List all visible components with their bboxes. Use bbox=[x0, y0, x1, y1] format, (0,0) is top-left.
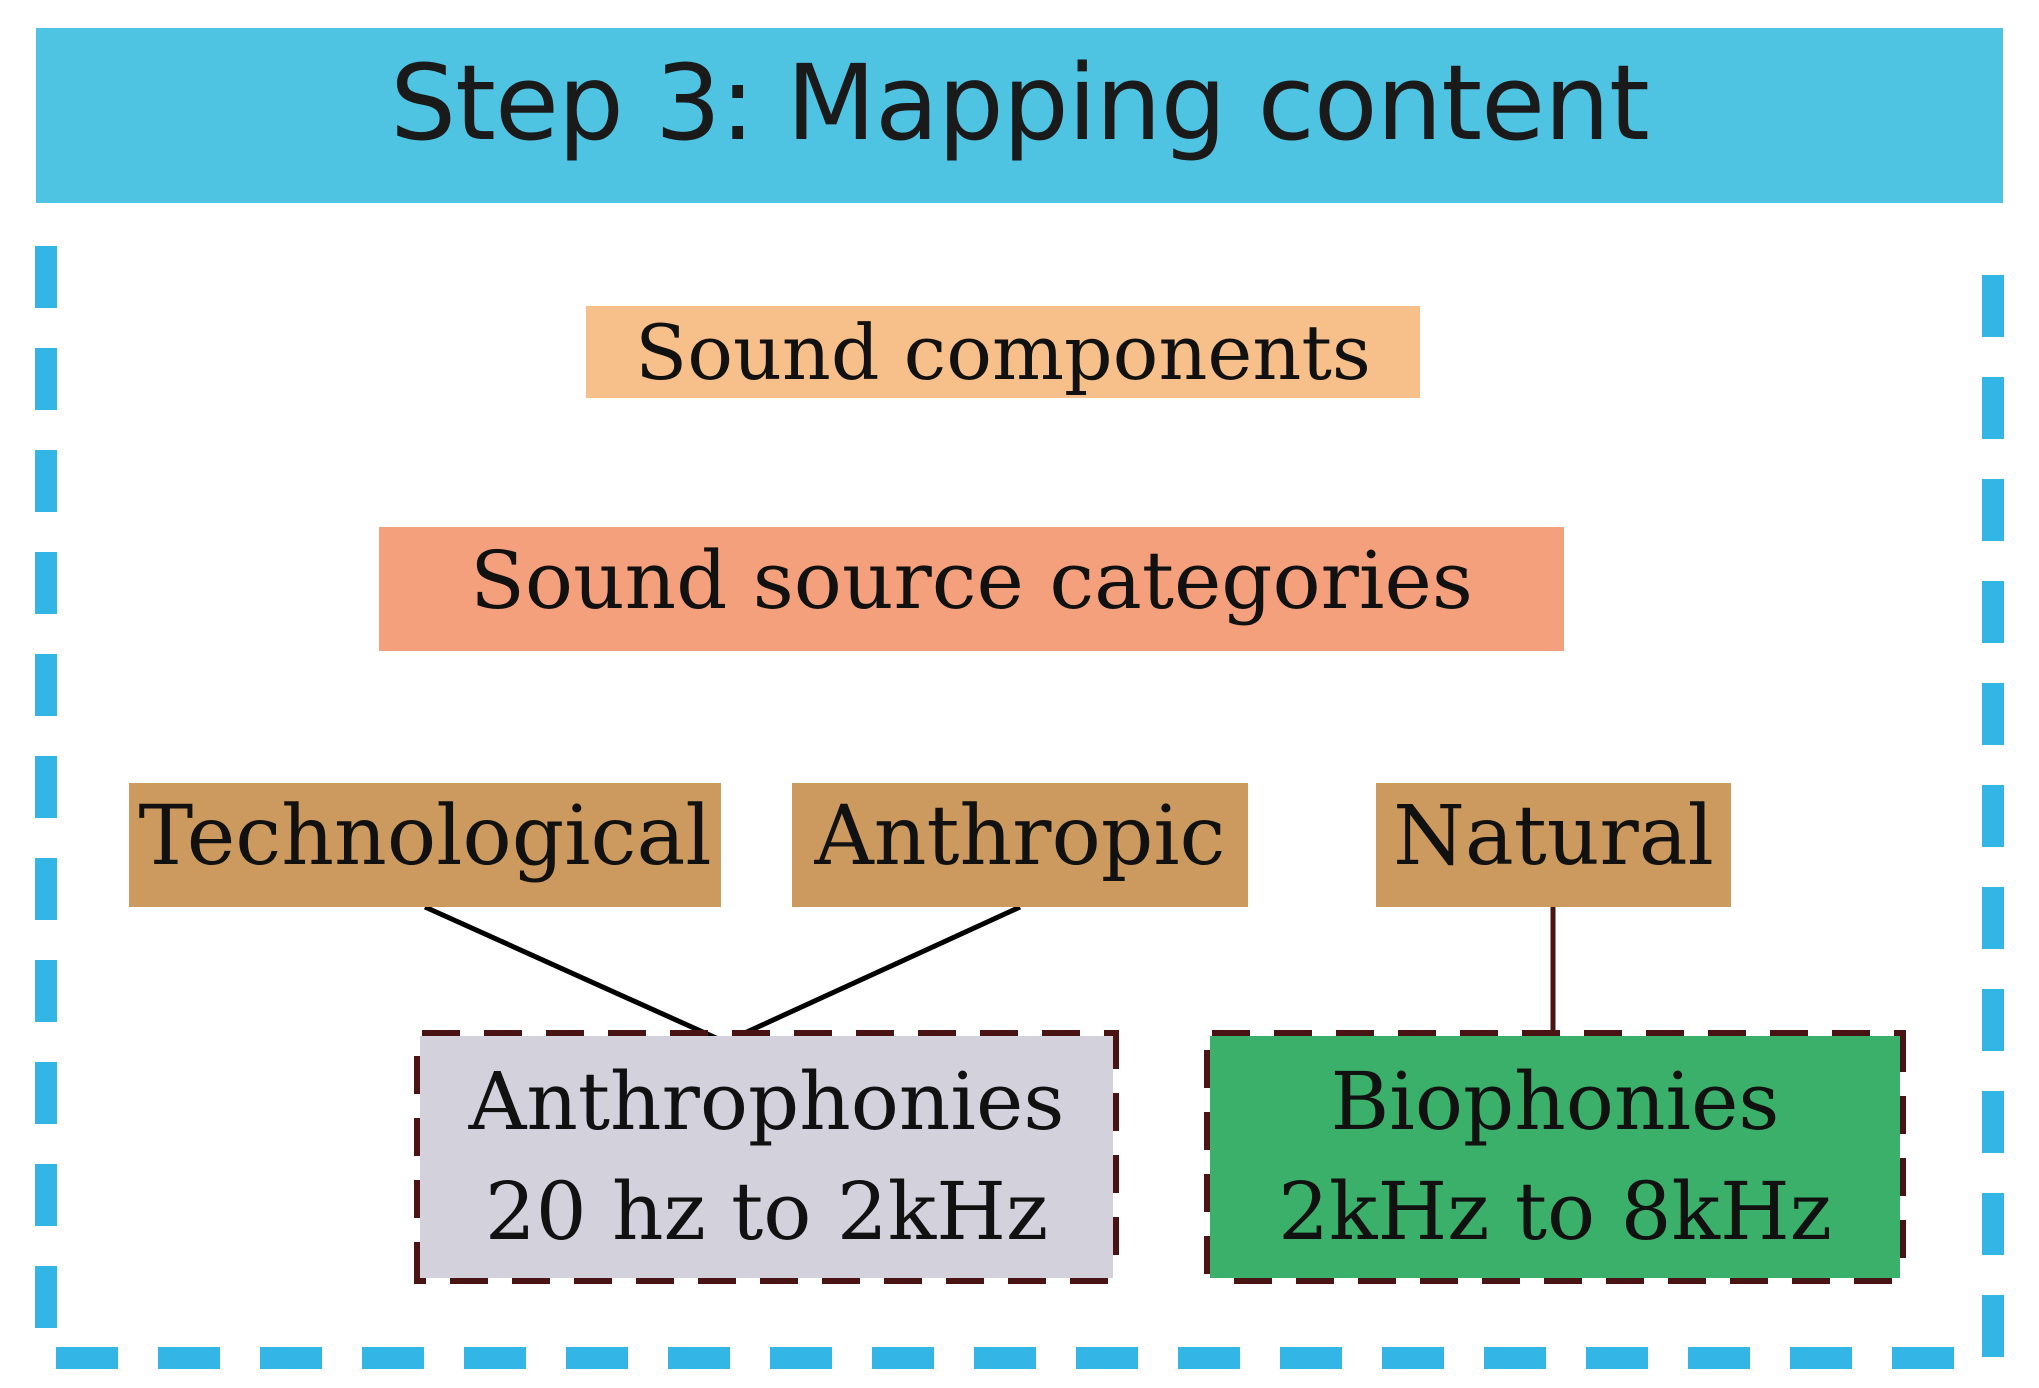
technological-box: Technological bbox=[129, 783, 721, 907]
outer-dashed-frame bbox=[35, 246, 2004, 1369]
header-bar: Step 3: Mapping content bbox=[36, 28, 2003, 203]
biophonies-range: 2kHz to 8kHz bbox=[1278, 1165, 1832, 1258]
natural-box: Natural bbox=[1376, 783, 1731, 907]
biophonies-label: Biophonies bbox=[1330, 1055, 1780, 1148]
connector-technological-to-anthrophonies bbox=[423, 904, 727, 1045]
biophonies-box: Biophonies 2kHz to 8kHz bbox=[1210, 1036, 1900, 1278]
anthropic-box: Anthropic bbox=[792, 783, 1248, 907]
anthrophonies-box: Anthrophonies 20 hz to 2kHz bbox=[420, 1036, 1113, 1278]
anthrophonies-label: Anthrophonies bbox=[468, 1055, 1065, 1148]
sound-source-categories-box: Sound source categories bbox=[379, 527, 1564, 651]
diagram-title: Step 3: Mapping content bbox=[390, 42, 1650, 164]
sound-components-box: Sound components bbox=[586, 306, 1420, 398]
connector-anthropic-to-anthrophonies bbox=[723, 904, 1022, 1045]
anthrophonies-range: 20 hz to 2kHz bbox=[484, 1165, 1049, 1258]
